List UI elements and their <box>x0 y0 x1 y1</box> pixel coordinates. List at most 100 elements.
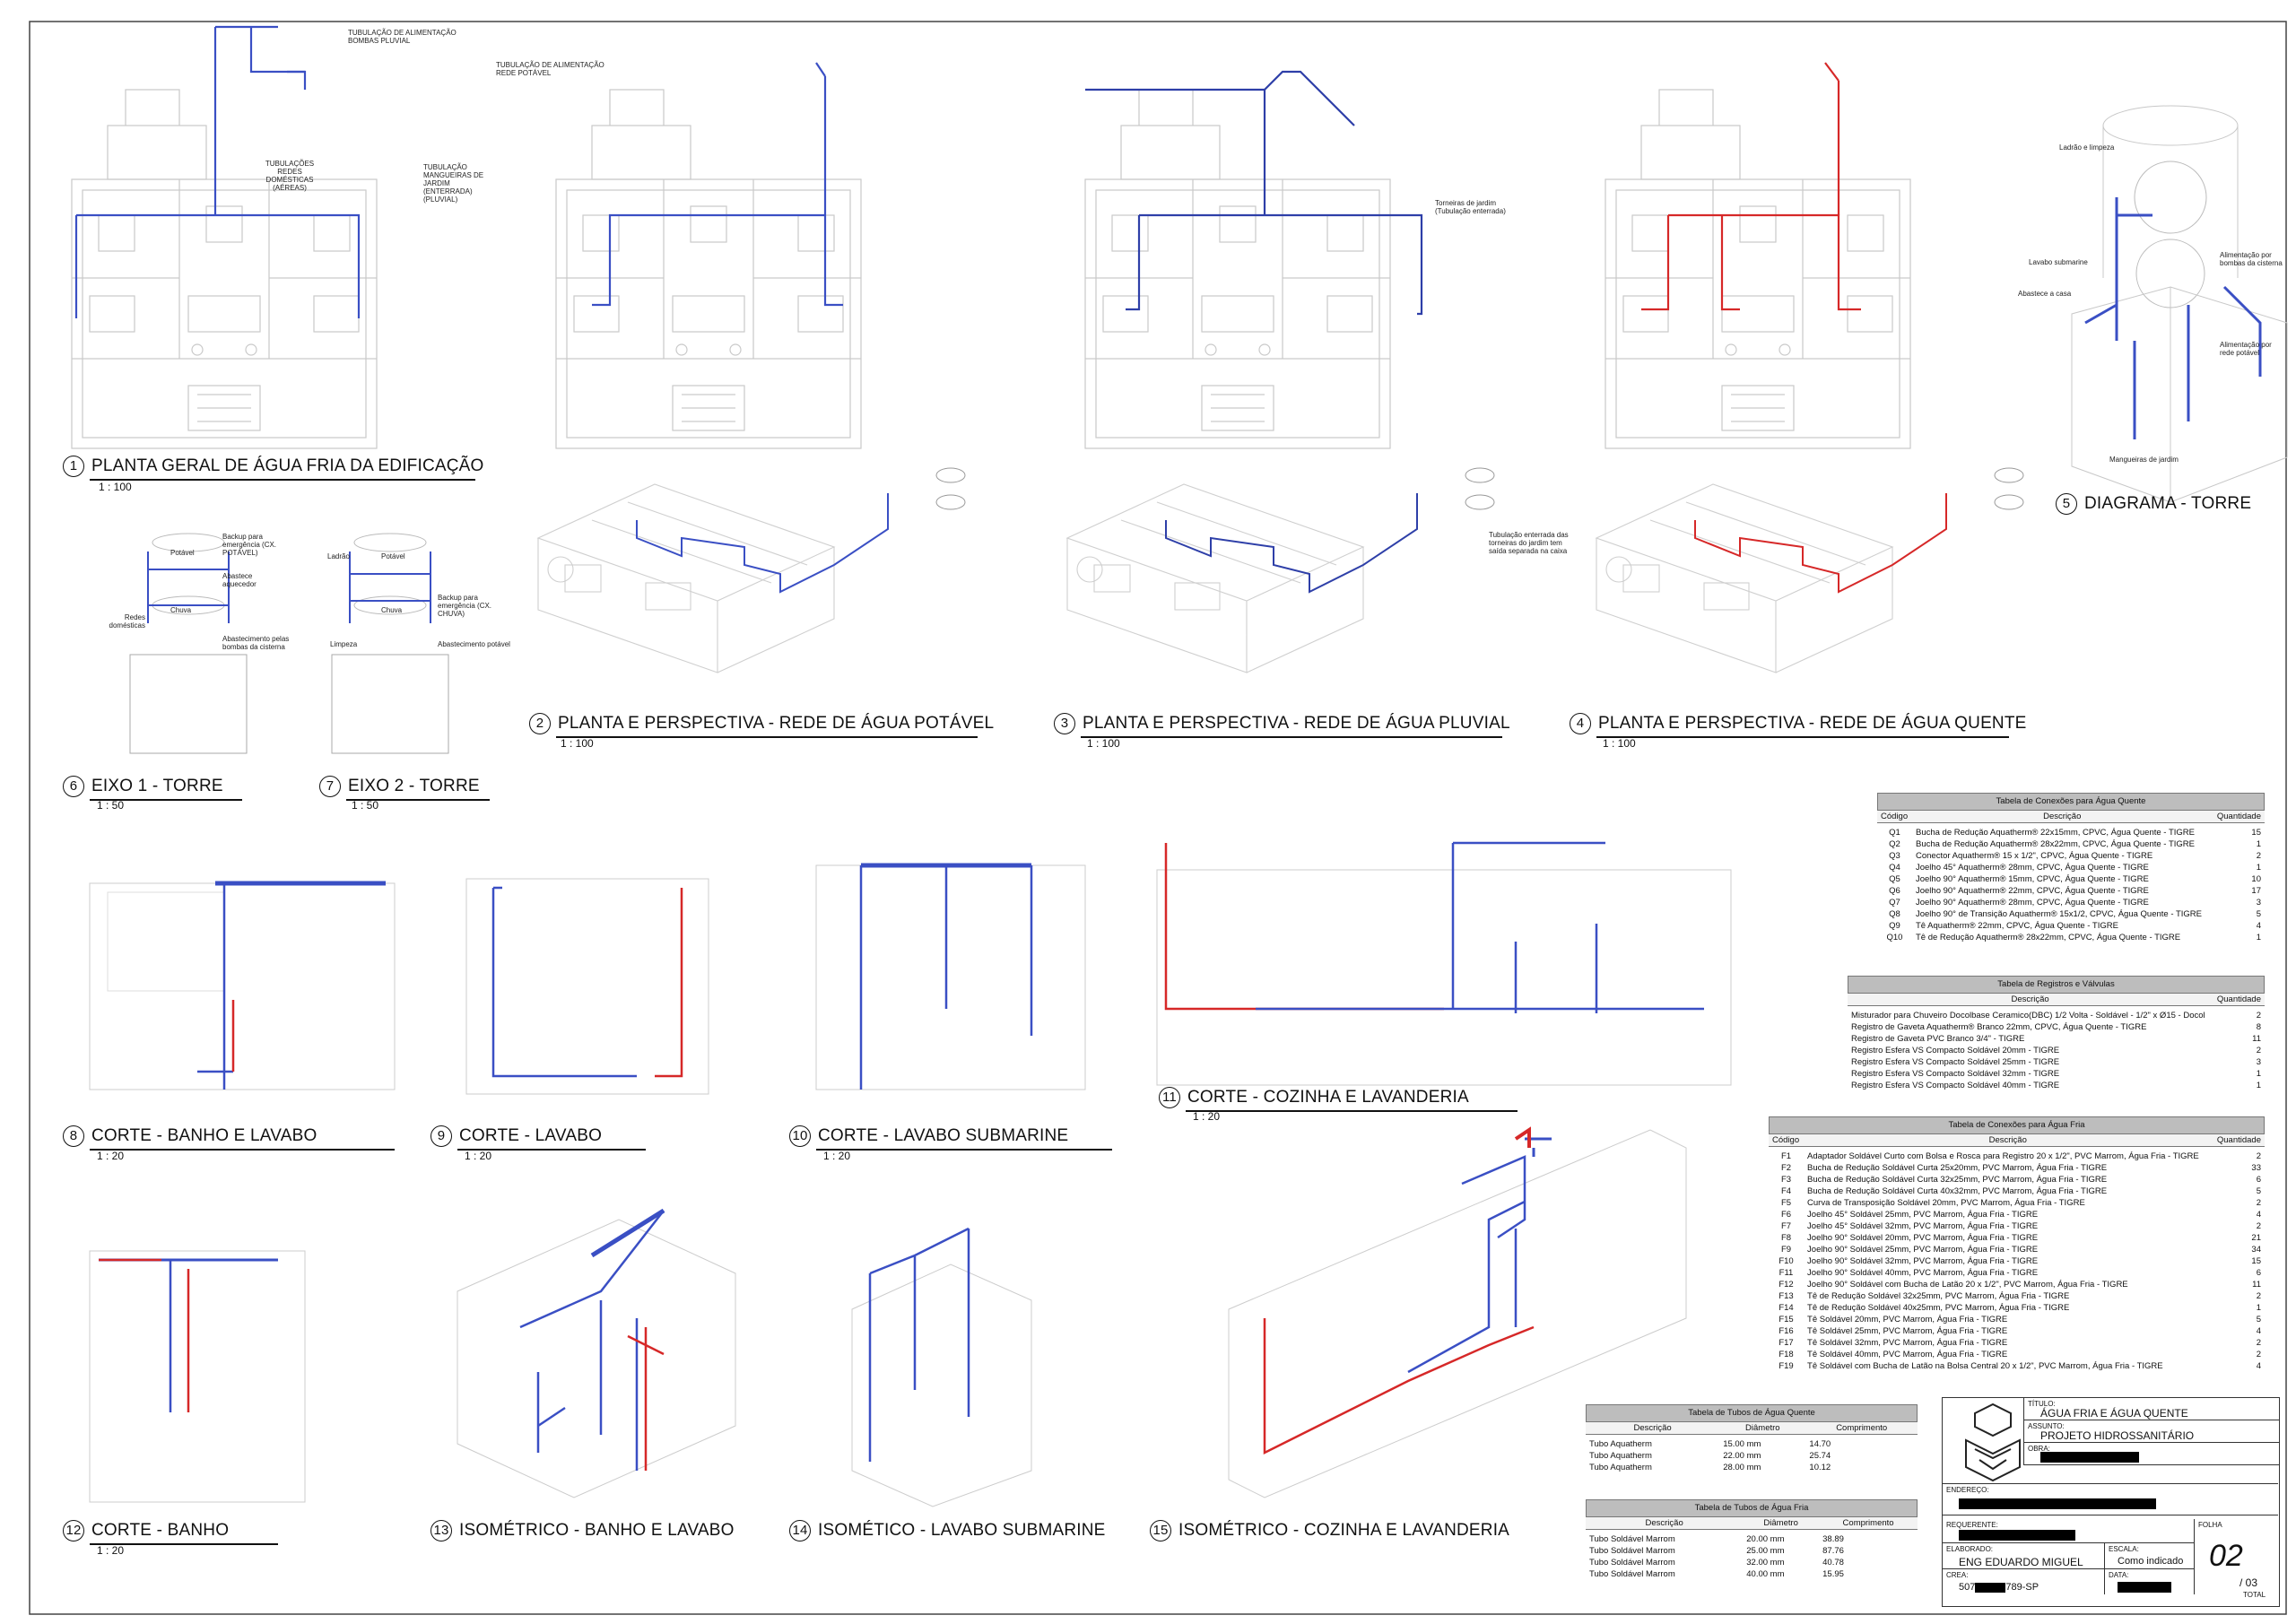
table-cell: Bucha de Redução Soldável Curta 25x20mm,… <box>1807 1163 2108 1173</box>
table-row: Q1 Bucha de Redução Aquatherm® 22x15mm, C… <box>1877 823 2265 839</box>
table-cell: 33 <box>2251 1163 2261 1173</box>
table-row: F6 Joelho 45° Soldável 25mm, PVC Marrom, … <box>1769 1209 2265 1220</box>
table-cell: Registro Esfera VS Compacto Soldável 25m… <box>1851 1057 2060 1067</box>
view-scale-4: 1 : 100 <box>1603 737 1636 750</box>
perspective-view-4 <box>1596 467 2024 673</box>
annotation: TUBULAÇÃO MANGUEIRAS DE JARDIM (ENTERRAD… <box>423 163 484 204</box>
table-cell: F5 <box>1780 1198 1792 1208</box>
tower-axis-6 <box>129 533 248 754</box>
table-conexoes-agua-quente: Tabela de Conexões para Água Quente Códi… <box>1877 793 2265 943</box>
table-cell: 4 <box>2256 1361 2261 1371</box>
table-cell: Adaptador Soldável Curto com Bolsa e Ros… <box>1807 1151 2199 1161</box>
table-cell: Tê de Redução Aquatherm® 28x22mm, CPVC, … <box>1915 933 2181 942</box>
section-view-12 <box>89 1250 306 1503</box>
annotation: TUBULAÇÃO DE ALIMENTAÇÃO REDE POTÁVEL <box>496 61 604 77</box>
annotation: Tubulação enterrada das torneiras do jar… <box>1489 531 1569 555</box>
table-cell: 3 <box>2256 898 2261 908</box>
table-tubos-agua-fria: Tabela de Tubos de Água Fria Descrição D… <box>1586 1499 1918 1580</box>
table-cell: F10 <box>1779 1256 1794 1266</box>
table-cell: 15 <box>2251 828 2261 838</box>
table-cell: 5 <box>2256 1315 2261 1324</box>
table-cell: 2 <box>2256 1350 2261 1359</box>
tb-titulo: TÍTULO:ÁGUA FRIA E ÁGUA QUENTE <box>2023 1398 2279 1420</box>
table-registros-valvulas: Tabela de Registros e Válvulas Descrição… <box>1848 976 2265 1091</box>
table-cell: 40.00 mm <box>1746 1569 1785 1579</box>
view-scale-12: 1 : 20 <box>97 1544 125 1557</box>
table-cell: 38.89 <box>1822 1534 1844 1544</box>
annotation: Ladrão e limpeza <box>2059 143 2115 152</box>
table-cell: Tê Soldável 25mm, PVC Marrom, Água Fria … <box>1807 1326 2008 1336</box>
table-cell: F8 <box>1780 1233 1792 1243</box>
table-cell: Conector Aquatherm® 15 x 1/2", CPVC, Águ… <box>1915 851 2153 861</box>
view-scale-10: 1 : 20 <box>823 1150 851 1162</box>
table-cell: Q7 <box>1889 898 1900 908</box>
table-cell: Joelho 45° Soldável 25mm, PVC Marrom, Ág… <box>1807 1210 2039 1220</box>
table-cell: Misturador para Chuveiro Docolbase Ceram… <box>1851 1011 2205 1020</box>
table-cell: Tê de Redução Soldável 40x25mm, PVC Marr… <box>1807 1303 2070 1313</box>
view-scale-6: 1 : 50 <box>97 799 125 812</box>
table-cell: Bucha de Redução Soldável Curta 40x32mm,… <box>1807 1186 2108 1196</box>
table-cell: Joelho 90° Soldável 25mm, PVC Marrom, Ág… <box>1807 1245 2039 1255</box>
table-cell: Registro de Gaveta Aquatherm® Branco 22m… <box>1851 1022 2147 1032</box>
table-cell: F2 <box>1780 1163 1792 1173</box>
table-cell: Q1 <box>1889 828 1900 838</box>
table-cell: 4 <box>2256 1326 2261 1336</box>
annotation: Abastecimento pelas bombas da cisterna <box>222 635 290 651</box>
plan-view-1 <box>71 25 378 449</box>
table-cell: F3 <box>1780 1175 1792 1185</box>
table-cell: 1 <box>2256 1069 2261 1079</box>
table-cell: F1 <box>1780 1151 1792 1161</box>
table-cell: 87.76 <box>1822 1546 1844 1556</box>
table-cell: 2 <box>2256 1221 2261 1231</box>
table-cell: Q3 <box>1889 851 1900 861</box>
table-cell: F6 <box>1780 1210 1792 1220</box>
table-cell: 2 <box>2256 1198 2261 1208</box>
tb-data: DATA: <box>2105 1569 2195 1594</box>
table-cell: Bucha de Redução Aquatherm® 28x22mm, CPV… <box>1915 839 2195 849</box>
table-row: Registro de Gaveta Aquatherm® Branco 22m… <box>1848 1021 2265 1033</box>
table-cell: 8 <box>2256 1022 2261 1032</box>
view-scale-3: 1 : 100 <box>1087 737 1120 750</box>
table-cell: Q8 <box>1889 909 1900 919</box>
annotation: Limpeza <box>330 640 358 648</box>
table-cell: Joelho 90° Soldável 40mm, PVC Marrom, Ág… <box>1807 1268 2039 1278</box>
plan-view-2 <box>555 62 862 449</box>
tb-folha: FOLHA 02 / 03 TOTAL <box>2198 1521 2266 1599</box>
tb-elaborado: ELABORADO:ENG EDUARDO MIGUEL <box>1943 1543 2105 1569</box>
section-view-10 <box>815 863 1086 1090</box>
table-cell: 3 <box>2256 1057 2261 1067</box>
annotation: TUBULAÇÕES REDES DOMÉSTICAS (AÉREAS) <box>265 160 315 192</box>
annotation: Redes domésticas <box>109 613 145 630</box>
table-cell: Tubo Soldável Marrom <box>1589 1569 1675 1579</box>
table-cell: Bucha de Redução Aquatherm® 22x15mm, CPV… <box>1915 828 2195 838</box>
table-cell: Registro de Gaveta PVC Branco 3/4" - TIG… <box>1851 1034 2025 1044</box>
annotation: Torneiras de jardim (Tubulação enterrada… <box>1435 199 1506 215</box>
table-cell: 1 <box>2256 1303 2261 1313</box>
annotation: Lavabo submarine <box>2029 258 2088 266</box>
table-cell: F16 <box>1779 1326 1794 1336</box>
table-cell: Joelho 90° de Transição Aquatherm® 15x1/… <box>1915 909 2203 919</box>
table-cell: 28.00 mm <box>1723 1463 1761 1472</box>
